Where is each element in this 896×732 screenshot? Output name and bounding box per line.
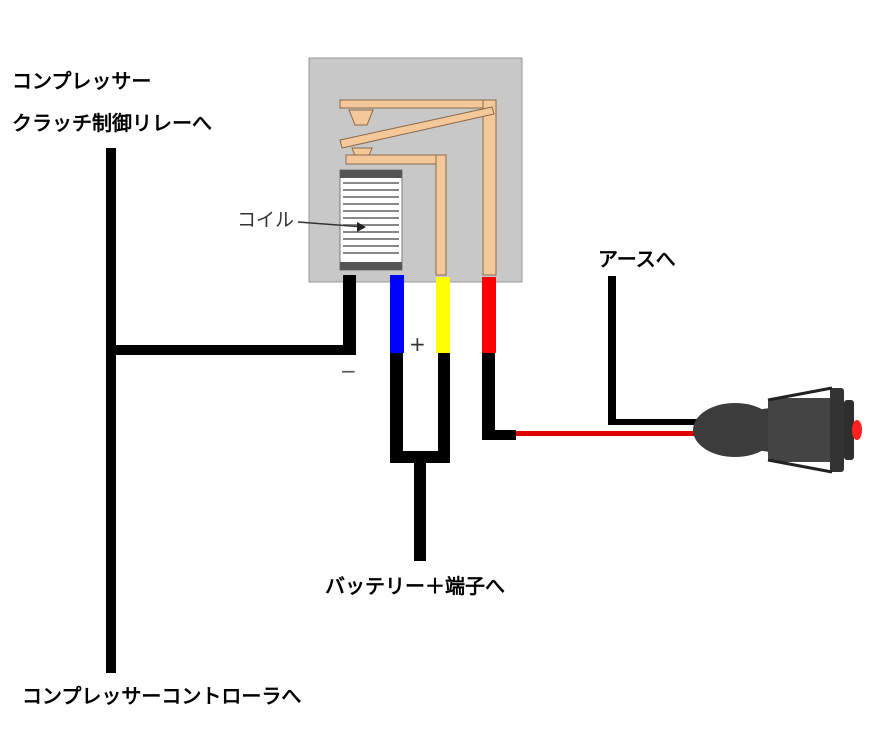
plus-sign: + bbox=[409, 332, 426, 356]
relay-contacts bbox=[339, 99, 497, 276]
minus-sign: − bbox=[340, 359, 357, 383]
battery-label: バッテリー＋端子へ bbox=[325, 574, 505, 598]
controller-label: コンプレッサーコントローラへ bbox=[22, 684, 302, 708]
ground-label: アースへ bbox=[598, 247, 676, 271]
coil-pointer-arrowhead bbox=[357, 222, 366, 232]
led-indicator bbox=[693, 386, 862, 474]
pin-red bbox=[482, 277, 496, 353]
pin-black bbox=[343, 275, 356, 353]
clutch-relay-label-line1: コンプレッサー bbox=[12, 69, 152, 93]
black-wires bbox=[106, 148, 700, 673]
pin-yellow bbox=[436, 277, 450, 353]
coil-label: コイル bbox=[237, 209, 294, 231]
clutch-relay-label-line2: クラッチ制御リレーへ bbox=[12, 111, 212, 135]
coil-pointer bbox=[297, 221, 365, 228]
red-wire bbox=[516, 431, 701, 436]
relay-coil bbox=[339, 169, 403, 271]
pin-blue bbox=[390, 275, 404, 353]
